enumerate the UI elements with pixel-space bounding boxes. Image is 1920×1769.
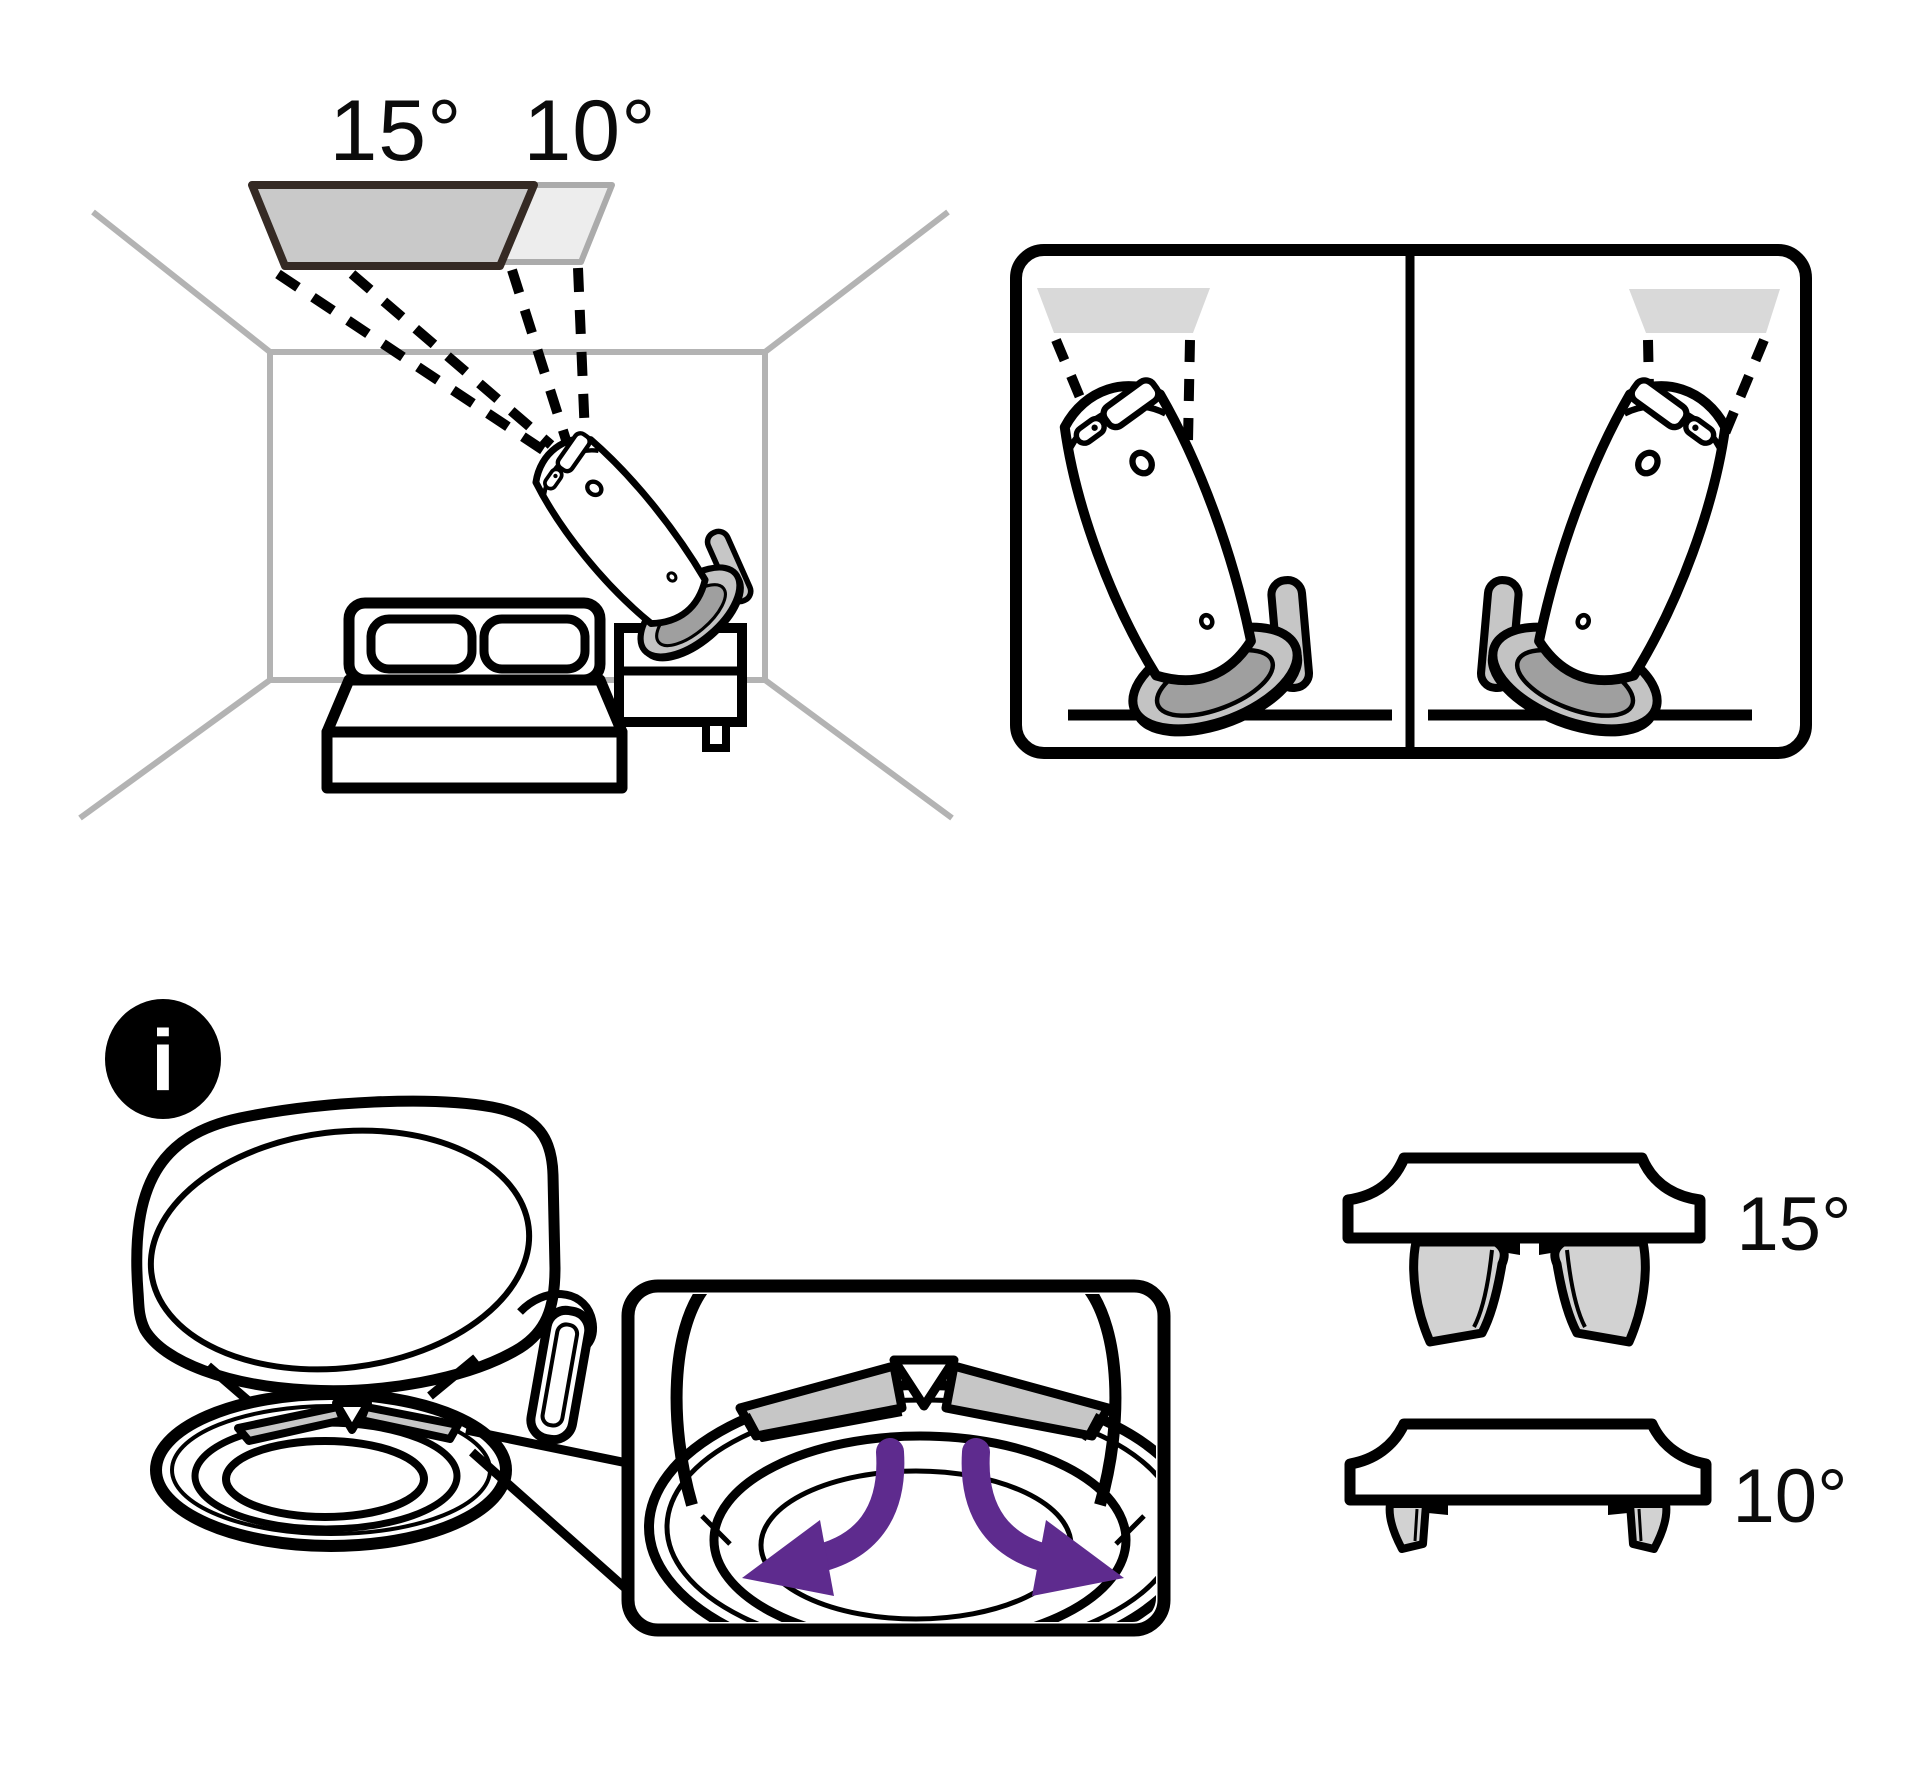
stand-15-foot-right-line: [1565, 1249, 1587, 1328]
info-note: i: [105, 999, 1171, 1637]
ceiling-angle-narrow-label: 10°: [523, 83, 656, 179]
foot-slot-notch: [332, 1399, 372, 1434]
projection-line-15-left: [275, 269, 546, 455]
room-floor-edge-right: [763, 677, 954, 821]
stand-10-hinge-left: [1426, 1500, 1448, 1515]
foot-flap-edge-left: [746, 1412, 903, 1442]
stand-10-hinge-right: [1608, 1500, 1630, 1515]
panel-left-half: [1024, 288, 1392, 753]
stand-10-foot-right: [1626, 1500, 1671, 1553]
stand-10-foot-left-line: [1413, 1508, 1419, 1542]
detail-box: [621, 1279, 1171, 1637]
projection-line-10-left: [507, 268, 571, 442]
rotate-arrow-left-head: [742, 1520, 834, 1596]
projector-bottom-view: [131, 1095, 597, 1552]
stand-15-hinge-left: [1496, 1238, 1520, 1255]
room-floor-edge-left: [78, 677, 272, 821]
panel-screen-left: [1037, 288, 1210, 333]
projection-lines: [275, 267, 590, 455]
foot-flap-edge-right: [1082, 1413, 1100, 1441]
detail-silhouette-left: [670, 1294, 709, 1507]
stand-10-foot-left: [1385, 1500, 1430, 1553]
stand-15-foot-left-line: [1472, 1249, 1494, 1328]
bed-pillow-right: [479, 614, 590, 674]
panel-right-half: [1428, 289, 1780, 753]
rotate-arrow-left: [798, 1438, 905, 1574]
bottom-view-edge-right: [427, 1354, 479, 1400]
panel-content: [1024, 288, 1780, 753]
ceiling-angle-wide-label: 15°: [329, 83, 462, 179]
ceiling-screen-15: [248, 181, 538, 270]
tilt-panel: [1010, 244, 1812, 759]
bed-mattress: [321, 674, 628, 738]
bed-pillow-left: [366, 614, 477, 674]
foot-flap-left: [735, 1361, 907, 1441]
stand-options: 15° 10°: [1342, 1152, 1852, 1553]
stand-10-foot-right-line: [1637, 1508, 1643, 1542]
foot-flap-right: [941, 1361, 1113, 1441]
projection-line-10-right: [573, 267, 590, 437]
foot-flap-notch: [889, 1355, 959, 1411]
bottom-view-top-rim: [147, 1127, 533, 1373]
room-ceiling-edge-left: [91, 209, 272, 355]
detail-box-content: [644, 1294, 1156, 1622]
kickstand-tab: [517, 1290, 597, 1445]
detail-silhouette-right: [1083, 1294, 1122, 1507]
panel-screen-right: [1629, 289, 1780, 333]
bottom-view-body: [131, 1095, 561, 1397]
foot-slots: [234, 1399, 462, 1445]
stand-10: [1344, 1418, 1712, 1553]
room-ceiling-edge-right: [763, 209, 950, 355]
bed-front: [321, 726, 628, 794]
stand-10-bracket: [1344, 1418, 1712, 1506]
stand-10-label: 10°: [1733, 1454, 1848, 1539]
rotate-arrow-right: [961, 1438, 1068, 1574]
projection-line-15-right: [348, 270, 555, 449]
stand-15-bracket: [1342, 1152, 1706, 1244]
stand-15: [1342, 1152, 1706, 1347]
stand-15-hinge-right: [1539, 1238, 1563, 1255]
room-scene: 15° 10°: [78, 83, 954, 821]
rotate-arrow-right-head: [1032, 1520, 1124, 1596]
stand-15-label: 15°: [1737, 1182, 1852, 1267]
detail-callout-lines: [465, 1425, 635, 1598]
bed: [321, 597, 628, 794]
rotate-arrows: [742, 1438, 1124, 1596]
info-icon: i: [105, 999, 221, 1119]
nightstand-leg: [702, 718, 730, 752]
foot-flaps: [735, 1355, 1113, 1442]
bottom-view-edge-left: [205, 1362, 255, 1408]
info-icon-glyph: i: [151, 1013, 175, 1109]
